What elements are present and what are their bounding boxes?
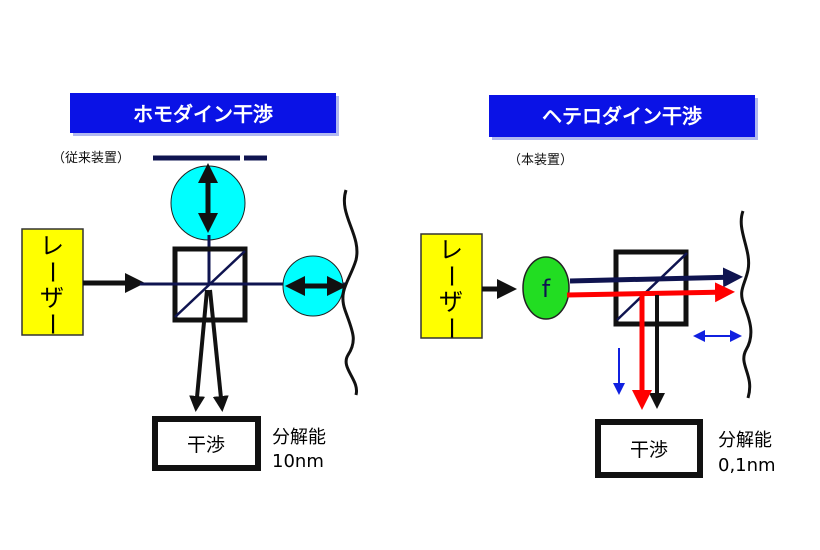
detector-box — [595, 419, 703, 478]
heterodyne-title: ヘテロダイン干渉 — [542, 104, 702, 128]
detector-label: 干渉 — [187, 434, 225, 456]
laser-label: レ ー ザ ー — [437, 236, 465, 340]
heterodyne-panel: ヘテロダイン干渉 （本装置） レ ー ザ ー f 干渉 分解能 0,1nm — [420, 95, 776, 478]
laser-char: ー — [437, 316, 465, 340]
target-surface — [341, 189, 359, 396]
beam-splitter-cube — [613, 249, 689, 327]
beam-splitter-diagonal — [616, 252, 688, 321]
detector-box — [152, 416, 261, 471]
frequency-modulator — [522, 256, 570, 320]
laser-char: ザ — [40, 284, 64, 312]
resolution-value: 0,1nm — [718, 455, 776, 476]
laser-label: レ ー ザ ー — [38, 232, 66, 336]
homodyne-title-box — [70, 93, 336, 133]
heterodyne-title-box — [489, 95, 755, 137]
output-beam-arrow-1 — [189, 289, 209, 412]
target-surface — [739, 210, 753, 399]
laser-box — [420, 233, 483, 339]
modulator-label: f — [542, 275, 551, 303]
homodyne-title: ホモダイン干渉 — [133, 102, 273, 126]
laser-char: レ — [439, 236, 463, 264]
laser-char: ー — [38, 260, 66, 284]
measurement-beam-red — [566, 282, 735, 303]
detector-label: 干渉 — [630, 439, 668, 461]
resolution-label: 分解能 — [272, 427, 326, 448]
resolution-value: 10nm — [272, 451, 324, 472]
laser-char: レ — [40, 232, 64, 260]
homodyne-panel: ホモダイン干渉 （従来装置） レ ー ザ ー 干渉 分解能 10nm — [21, 93, 359, 472]
laser-char: ー — [437, 264, 465, 288]
laser-char: ー — [38, 312, 66, 336]
laser-char: ザ — [439, 288, 463, 316]
resolution-label: 分解能 — [718, 430, 772, 451]
heterodyne-note: （本装置） — [508, 153, 573, 168]
homodyne-note: （従来装置） — [52, 151, 130, 166]
measurement-beam-dark — [569, 267, 743, 288]
output-beam-arrow-2 — [208, 289, 229, 412]
